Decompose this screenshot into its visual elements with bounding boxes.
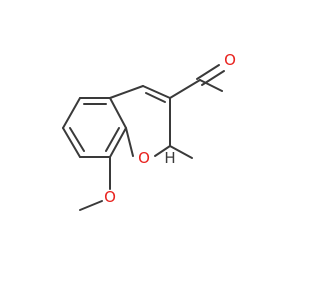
bond-o-methyl [79, 200, 103, 211]
ring-oxygen-label: O [138, 149, 150, 167]
benzene-ring [62, 97, 127, 158]
bond-c8-c8a [109, 127, 127, 158]
bond-c8a-c4a [109, 97, 127, 129]
bond-c6-c7 [62, 127, 81, 158]
bond-c4a-c4 [109, 85, 144, 99]
double-bond-inner-c8-c8a [105, 127, 120, 152]
c2-hydrogen-label: H [164, 149, 175, 167]
aldehyde-group [169, 64, 225, 99]
bond-cho-h [199, 79, 223, 92]
double-bond-c-o-outer [196, 64, 220, 80]
chemical-structure-diagram: O O O H [62, 51, 236, 211]
bond-o1-c8a [125, 127, 134, 157]
bond-c3-cho [169, 79, 201, 99]
bond-c2-o1 [154, 145, 171, 157]
bond-c4-c3 [142, 85, 171, 99]
double-bond-inner-c6-c7 [69, 127, 85, 152]
double-bond-c-o-inner [201, 70, 225, 86]
aldehyde-oxygen-label: O [224, 51, 236, 69]
methoxy-group [79, 156, 111, 211]
double-bond-inner-c4-c3 [145, 92, 166, 103]
bond-c2-methyl [169, 145, 193, 159]
pyran-ring [109, 85, 171, 157]
bond-c5-c6 [62, 97, 81, 129]
methoxy-oxygen-label: O [104, 188, 116, 206]
